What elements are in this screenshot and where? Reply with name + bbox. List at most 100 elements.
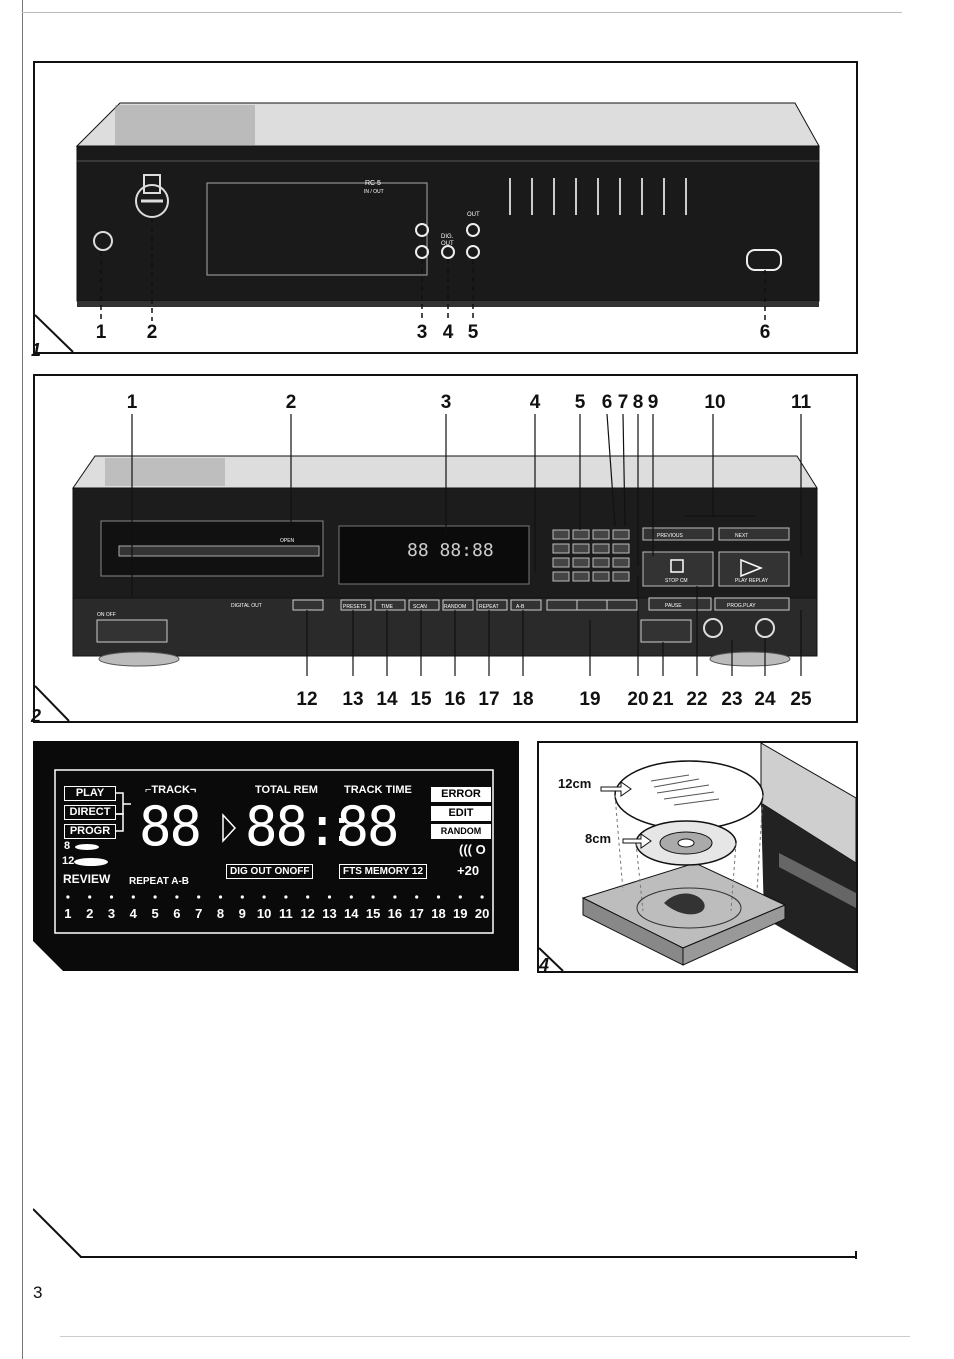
lcd-random: RANDOM: [431, 824, 491, 839]
page-number: 3: [33, 1283, 43, 1302]
fig2-callout-13: 13: [342, 689, 364, 710]
fig1-callout-5: 5: [467, 322, 479, 343]
figure-1-panel: RC 5 IN / OUT DIG. OUT OUT 1 2 3 4 5 6: [33, 61, 858, 354]
lcd-direct: DIRECT: [64, 805, 116, 820]
fig2-callout-23: 23: [721, 689, 743, 710]
lcd-edit: EDIT: [431, 806, 491, 821]
svg-text:OUT: OUT: [467, 212, 480, 218]
track-dot-1: [66, 895, 70, 899]
fig2-callout-14: 14: [376, 689, 398, 710]
svg-text:IN / OUT: IN / OUT: [364, 189, 384, 195]
track-number-12: 12: [300, 906, 315, 921]
lcd-track-label: ⌐TRACK¬: [145, 784, 197, 796]
figure-4-number: 4: [539, 955, 550, 975]
track-dot-11: [284, 895, 288, 899]
fig1-callout-4: 4: [442, 322, 454, 343]
lcd-track-time: TRACK TIME: [344, 784, 412, 796]
fig2-callout-18: 18: [512, 689, 534, 710]
track-number-7: 7: [195, 906, 203, 921]
svg-text:PRESETS: PRESETS: [343, 604, 367, 610]
rc5-label: RC 5: [365, 180, 381, 187]
svg-text:RANDOM: RANDOM: [444, 604, 466, 610]
display-frame: [33, 769, 494, 971]
fig1-callout-1: 1: [95, 322, 107, 343]
lcd-error: ERROR: [431, 787, 491, 802]
lcd-dig-out: DIG OUT ONOFF: [226, 864, 314, 879]
lcd-12cm-disc: 12: [62, 855, 75, 867]
track-number-9: 9: [238, 906, 246, 921]
track-dot-15: [371, 895, 375, 899]
track-dot-12: [306, 895, 310, 899]
fig2-callout-9: 9: [647, 392, 659, 413]
svg-text:DIGITAL OUT: DIGITAL OUT: [231, 603, 262, 609]
svg-text:NEXT: NEXT: [735, 533, 748, 539]
track-dot-10: [262, 895, 266, 899]
track-number-2: 2: [86, 906, 94, 921]
track-dot-19: [458, 895, 462, 899]
track-dot-3: [109, 895, 114, 899]
svg-text:OUT: OUT: [441, 241, 454, 247]
track-number-17: 17: [409, 906, 424, 921]
lcd-8cm-disc: 8: [64, 840, 71, 852]
fig2-callout-5: 5: [574, 392, 586, 413]
track-dot-18: [436, 895, 441, 899]
lcd-track-digits: 88: [139, 795, 202, 858]
fig2-callout-4: 4: [529, 392, 541, 413]
fig2-callout-1: 1: [126, 392, 138, 413]
svg-text:PROG.PLAY: PROG.PLAY: [727, 603, 756, 609]
empty-frame-bottom: [33, 1208, 857, 1259]
fig2-callout-12: 12: [296, 689, 318, 710]
track-dot-6: [175, 895, 179, 899]
track-number-20: 20: [474, 906, 490, 921]
figure-1-illustration: RC 5 IN / OUT DIG. OUT OUT: [35, 102, 820, 352]
lcd-progr: PROGR: [64, 824, 116, 839]
fig2-callout-2: 2: [285, 392, 297, 413]
track-number-8: 8: [216, 906, 225, 921]
fig1-callout-2: 2: [146, 322, 158, 343]
track-number-19: 19: [453, 906, 468, 921]
figure-4-illustration: [539, 743, 856, 971]
track-number-11: 11: [279, 906, 293, 921]
svg-text:PREVIOUS: PREVIOUS: [657, 533, 684, 539]
page-margin-rule: [22, 0, 23, 1359]
svg-text:DIG.: DIG.: [441, 234, 454, 240]
track-indicator-dots: [66, 895, 484, 899]
track-dot-14: [349, 895, 353, 899]
track-dot-8: [218, 895, 223, 899]
track-number-6: 6: [173, 906, 181, 921]
figure-2-panel: 88 88:88: [33, 374, 858, 723]
figure-3-number: 3: [31, 955, 42, 975]
track-number-4: 4: [129, 906, 137, 921]
fig2-callout-19: 19: [579, 689, 601, 710]
svg-text:A-B: A-B: [516, 604, 525, 610]
track-number-13: 13: [322, 906, 337, 921]
lcd-plus20: +20: [457, 863, 480, 878]
svg-text:88 88:88: 88 88:88: [407, 540, 494, 561]
fig1-callout-3: 3: [416, 322, 428, 343]
fig2-callout-3: 3: [440, 392, 452, 413]
lcd-remote-icon: ((( O: [459, 842, 486, 857]
fig1-callout-6: 6: [759, 322, 771, 343]
fig2-callout-21: 21: [652, 689, 674, 710]
track-dot-13: [327, 895, 332, 899]
track-dot-9: [240, 895, 244, 899]
figure-2-illustration: 88 88:88: [35, 413, 818, 721]
svg-text:SCAN: SCAN: [413, 604, 427, 610]
track-dot-20: [480, 895, 484, 899]
fig2-callout-15: 15: [410, 689, 432, 710]
track-number-18: 18: [431, 906, 446, 921]
svg-text:PLAY REPLAY: PLAY REPLAY: [735, 578, 769, 584]
track-number-16: 16: [387, 906, 403, 921]
fig2-callout-6: 6: [601, 392, 613, 413]
track-number-5: 5: [151, 906, 159, 921]
lcd-fts-memory: FTS MEMORY 12: [339, 864, 428, 879]
track-number-14: 14: [344, 906, 359, 921]
label-12cm: 12cm: [558, 776, 592, 791]
fig2-callout-25: 25: [790, 689, 812, 710]
figure-1-number: 1: [31, 340, 42, 360]
lcd-repeat-ab: REPEAT A-B: [129, 876, 189, 887]
track-dot-2: [88, 895, 92, 899]
fig2-callout-8: 8: [632, 392, 644, 413]
figure-4-panel: 12cm 8cm: [537, 741, 858, 973]
